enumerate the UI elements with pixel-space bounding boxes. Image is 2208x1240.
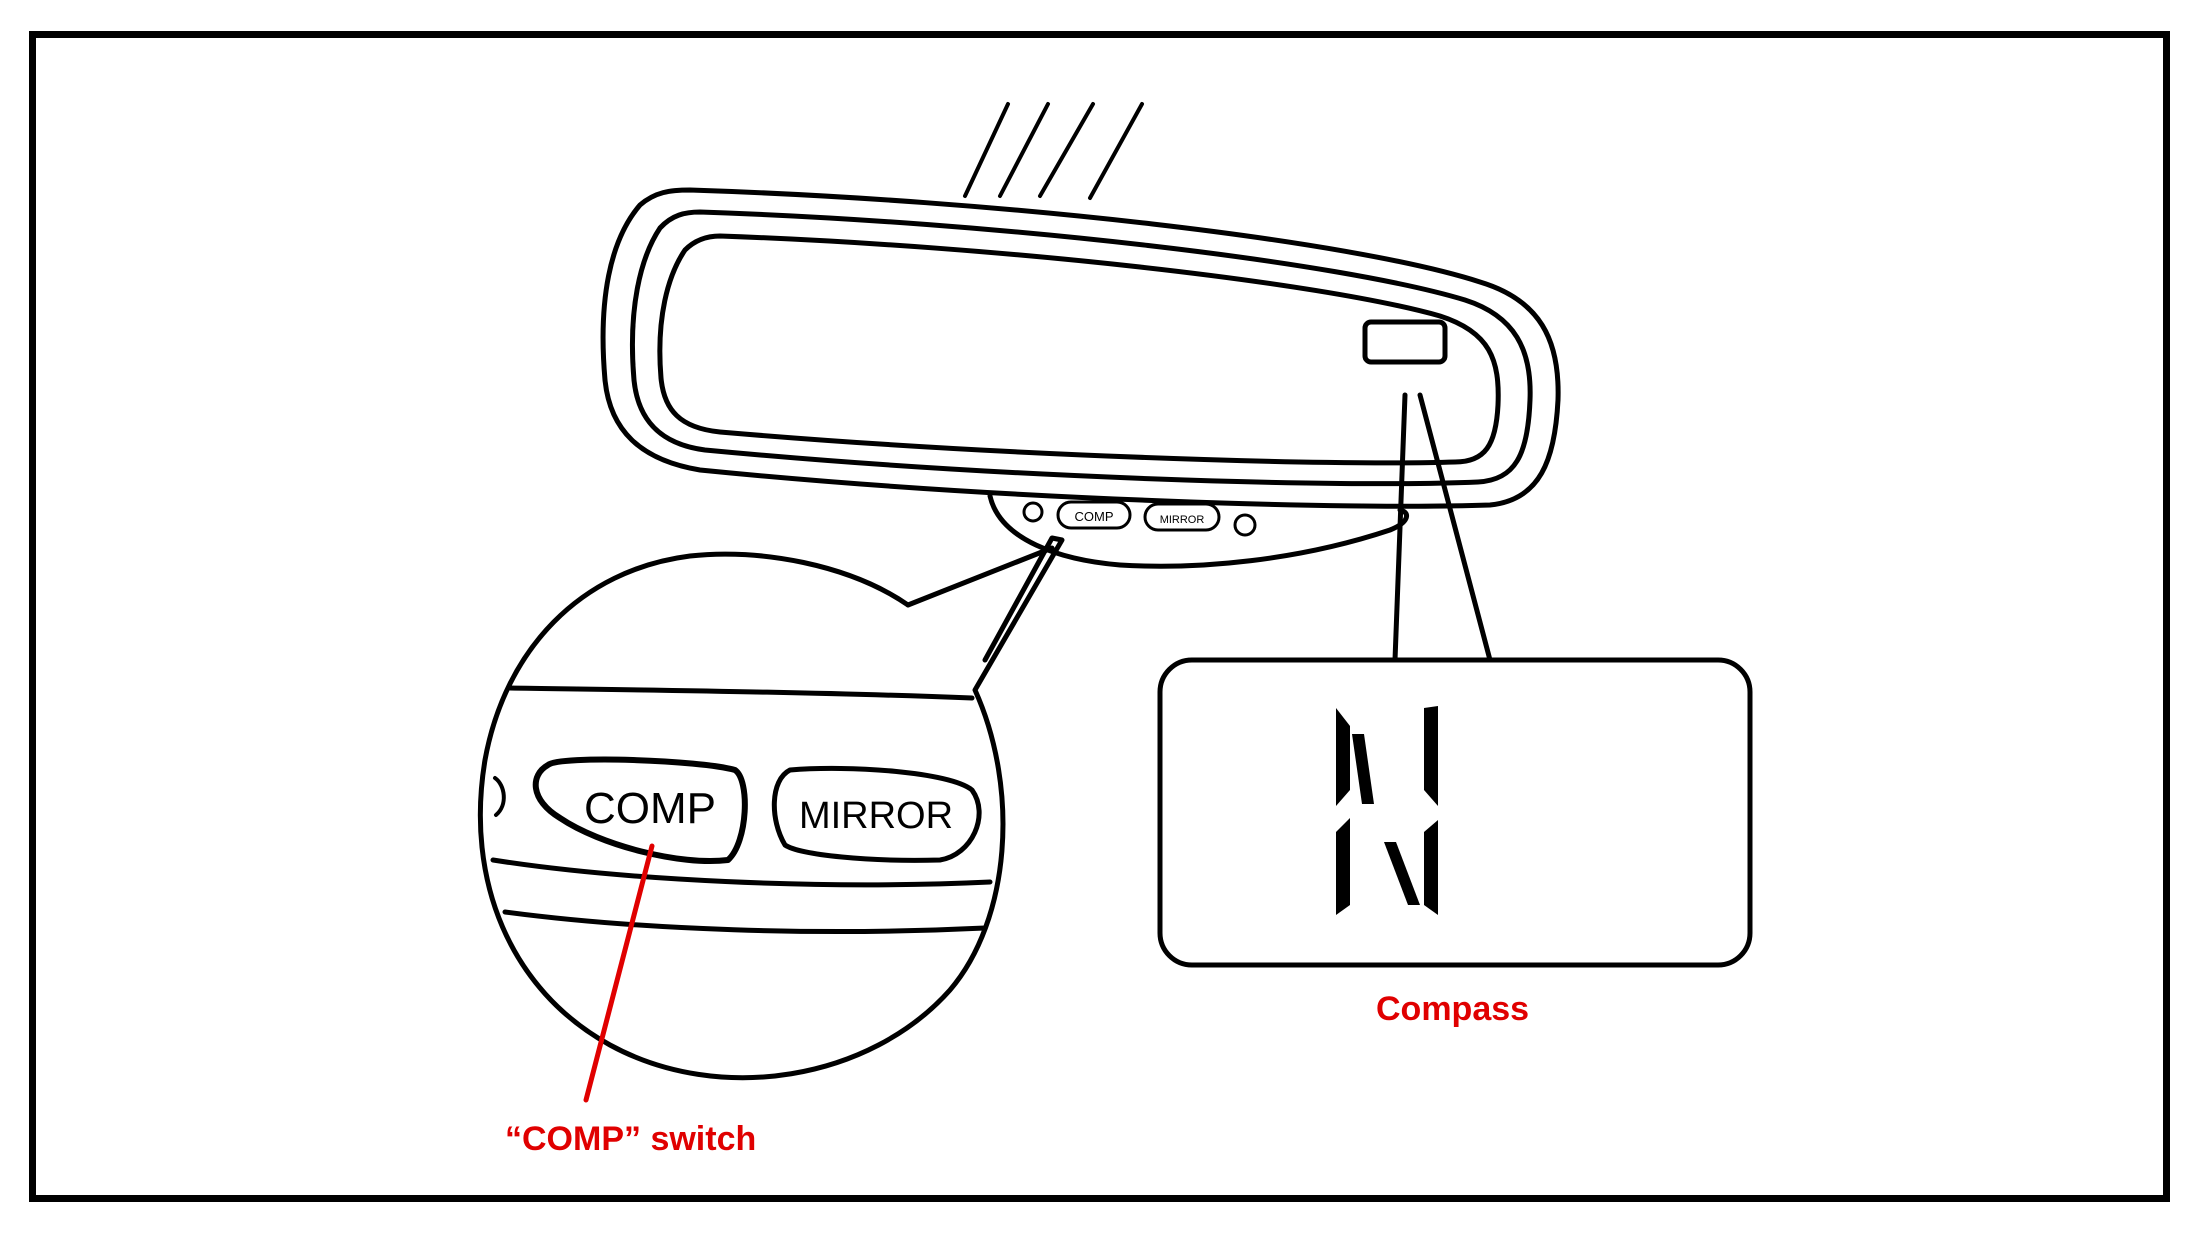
mirror-switch-large-label: MIRROR: [799, 795, 953, 837]
mirror-mirror-button[interactable]: [1143, 502, 1221, 532]
compass-display-box: [1157, 657, 1753, 968]
zoom-detail-circle: [477, 535, 1065, 1081]
compass-heading-value: N: [1387, 819, 1388, 821]
diagram-frame: [29, 31, 2170, 1202]
comp-switch-large-label: COMP: [584, 784, 716, 833]
compass-window: [1362, 319, 1448, 365]
mirror-right-indicator-icon: [1233, 513, 1257, 537]
mirror-mirror-button-label: MIRROR: [1160, 514, 1205, 526]
compass-heading-glyph: [1336, 706, 1438, 915]
mirror-left-indicator-icon: [1022, 501, 1044, 523]
compass-pointer: [1392, 392, 1493, 663]
mirror-switch-large[interactable]: [771, 765, 982, 863]
mirror-comp-button-label: COMP: [1075, 509, 1114, 524]
mirror-comp-button[interactable]: [1056, 500, 1132, 530]
partial-button-left: [493, 776, 506, 817]
compass-callout-label: Compass: [1376, 990, 1530, 1028]
comp-switch-leader-line: [583, 843, 655, 1103]
mirror-mount-arm: [963, 102, 1144, 200]
comp-switch-large[interactable]: [532, 756, 748, 864]
comp-switch-callout-label: “COMP” switch: [505, 1120, 757, 1158]
mirror-button-strip: [1022, 500, 1257, 537]
